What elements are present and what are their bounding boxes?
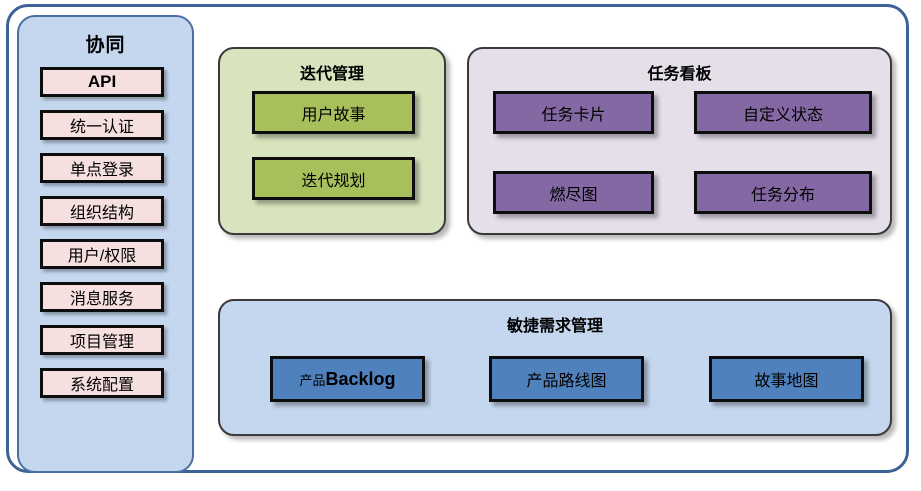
panel-title-agile: 敏捷需求管理: [506, 318, 603, 335]
box-label: 用户故事: [301, 106, 366, 124]
box-user-story[interactable]: 用户故事: [252, 91, 415, 134]
box-label: 故事地图: [754, 373, 819, 390]
box-product-roadmap[interactable]: 产品路线图: [489, 356, 644, 402]
sidebar-item-api[interactable]: API: [40, 67, 164, 97]
sidebar-item-label: 系统配置: [69, 377, 134, 394]
sidebar-item-list: API 统一认证 单点登录 组织结构 用户/权限 消息服务 项目管理 系统配置: [40, 67, 174, 411]
box-label: 迭代规划: [301, 172, 366, 190]
sidebar-title: 协同: [85, 35, 126, 56]
sidebar-item-label: 用户/权限: [67, 248, 137, 265]
sidebar-item-label: 统一认证: [69, 119, 134, 136]
box-task-distribution[interactable]: 任务分布: [694, 171, 872, 214]
sidebar-item-org-structure[interactable]: 组织结构: [40, 196, 164, 226]
box-label: 自定义状态: [742, 106, 823, 124]
sidebar-item-label: 消息服务: [69, 291, 134, 308]
sidebar-item-message-service[interactable]: 消息服务: [40, 282, 164, 312]
box-story-map[interactable]: 故事地图: [709, 356, 864, 402]
box-label: 任务卡片: [541, 106, 606, 124]
sidebar-item-label: API: [87, 72, 117, 91]
box-label: 任务分布: [750, 186, 815, 204]
panel-iteration-management: 迭代管理 用户故事 迭代规划: [218, 47, 446, 235]
box-task-card[interactable]: 任务卡片: [493, 91, 654, 134]
sidebar-item-project-management[interactable]: 项目管理: [40, 325, 164, 355]
box-iteration-planning[interactable]: 迭代规划: [252, 157, 415, 200]
sidebar-item-label: 项目管理: [69, 334, 134, 351]
panel-title-taskboard: 任务看板: [647, 66, 712, 83]
box-label: 产品路线图: [526, 373, 607, 390]
sidebar-item-system-config[interactable]: 系统配置: [40, 368, 164, 398]
box-label: 燃尽图: [549, 186, 598, 204]
panel-task-board: 任务看板 任务卡片 自定义状态 燃尽图 任务分布: [467, 47, 892, 235]
sidebar-item-single-sign-on[interactable]: 单点登录: [40, 153, 164, 183]
sidebar-item-label: 单点登录: [69, 162, 134, 179]
panel-title-iteration: 迭代管理: [299, 66, 364, 83]
box-label-cjk: 产品: [299, 372, 326, 388]
sidebar-panel-collaboration: 协同 API 统一认证 单点登录 组织结构 用户/权限 消息服务 项目管理: [17, 15, 194, 473]
sidebar-item-label: 组织结构: [69, 205, 134, 222]
box-label-latin: Backlog: [325, 368, 396, 389]
box-custom-status[interactable]: 自定义状态: [694, 91, 872, 134]
box-burndown-chart[interactable]: 燃尽图: [493, 171, 654, 214]
sidebar-item-unified-auth[interactable]: 统一认证: [40, 110, 164, 140]
sidebar-item-user-permission[interactable]: 用户/权限: [40, 239, 164, 269]
